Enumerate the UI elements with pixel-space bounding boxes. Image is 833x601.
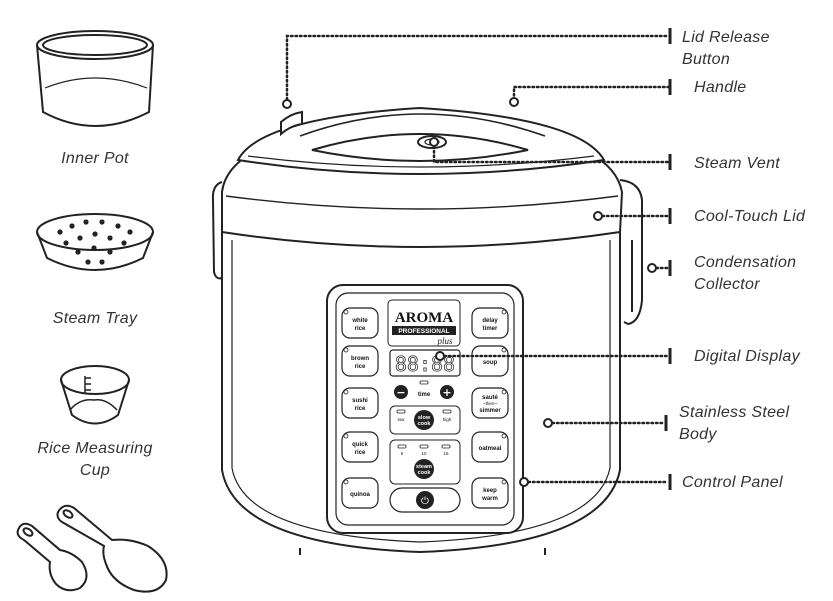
slow-low-label: low bbox=[398, 417, 406, 422]
callout-digital-display: Digital Display bbox=[694, 348, 800, 365]
button-label-text: oatmeal bbox=[479, 446, 502, 452]
left-buttons: white rice brown rice sushi rice quick r… bbox=[341, 307, 379, 509]
button-label-text: quick bbox=[352, 442, 368, 448]
callout-handle: Handle bbox=[694, 79, 747, 96]
slow-high-label: high bbox=[443, 417, 452, 422]
button-label-text: simmer bbox=[479, 408, 501, 414]
measuring-cup-label-line1: Rice Measuring bbox=[37, 440, 153, 457]
oatmeal-button[interactable] bbox=[471, 431, 509, 463]
brand-subtitle: PROFESSIONAL bbox=[398, 328, 449, 335]
brand-plus: plus bbox=[436, 336, 453, 346]
steam-cook-line1: steam bbox=[416, 464, 432, 470]
button-label-text: sauté bbox=[482, 395, 498, 401]
callout-condensation-line2: Collector bbox=[694, 276, 760, 293]
button-label-text: rice bbox=[355, 326, 366, 332]
rice-paddles-illustration bbox=[16, 504, 168, 593]
measuring-cup-label: Rice Measuring Cup bbox=[20, 438, 170, 482]
sushi-rice-button[interactable] bbox=[341, 387, 379, 419]
leader-bars bbox=[664, 28, 672, 490]
button-label-text: quinoa bbox=[350, 492, 370, 498]
power-symbol: ⏻ bbox=[421, 496, 429, 507]
steam-time-15: 15 bbox=[443, 451, 449, 456]
steam-tray-label: Steam Tray bbox=[52, 310, 138, 327]
leader-lines bbox=[285, 34, 670, 484]
steam-tray-illustration bbox=[36, 213, 154, 271]
minus-icon[interactable] bbox=[394, 385, 408, 399]
button-label-text: ~then~ bbox=[483, 401, 497, 406]
brand-logo: AROMA PROFESSIONAL plus bbox=[387, 299, 461, 347]
callout-cool-touch-lid: Cool-Touch Lid bbox=[694, 208, 806, 225]
saute-simmer-button[interactable] bbox=[471, 387, 509, 419]
right-buttons: delay timer soup sauté ~then~ simmer oat… bbox=[471, 307, 509, 509]
leader-endpoints bbox=[282, 97, 657, 487]
quinoa-button[interactable] bbox=[341, 477, 379, 509]
white-rice-button[interactable] bbox=[341, 307, 379, 339]
button-label-text: white bbox=[351, 318, 368, 324]
inner-pot-illustration bbox=[36, 30, 154, 127]
button-label-text: sushi bbox=[352, 398, 368, 404]
slow-cook-button[interactable] bbox=[414, 410, 434, 430]
inner-pot-label: Inner Pot bbox=[61, 150, 129, 167]
steam-cook-button[interactable] bbox=[414, 459, 434, 479]
minus-symbol: − bbox=[396, 386, 405, 399]
callout-control-panel: Control Panel bbox=[682, 474, 783, 491]
button-label-text: brown bbox=[351, 356, 369, 362]
button-label-text: keep bbox=[483, 488, 497, 494]
power-icon[interactable] bbox=[416, 491, 434, 509]
callout-condensation-collector: Condensation Collector bbox=[694, 252, 796, 296]
button-label-text: rice bbox=[355, 406, 366, 412]
button-label-text: rice bbox=[355, 364, 366, 370]
brown-rice-button[interactable] bbox=[341, 345, 379, 377]
slow-cook-line1: slow bbox=[418, 415, 431, 421]
callout-lid-release-line1: Lid Release bbox=[682, 29, 770, 46]
button-label-text: timer bbox=[483, 326, 498, 332]
button-label-text: rice bbox=[355, 450, 366, 456]
time-label: time bbox=[418, 392, 431, 398]
measuring-cup-label-line2: Cup bbox=[79, 462, 111, 479]
button-label-text: delay bbox=[482, 318, 498, 324]
button-label-text: warm bbox=[481, 496, 498, 502]
brand-name: AROMA bbox=[395, 310, 453, 326]
callout-steam-vent: Steam Vent bbox=[694, 155, 781, 172]
callout-stainless-line2: Body bbox=[679, 426, 717, 443]
steam-cook-line2: cook bbox=[418, 470, 432, 476]
quick-rice-button[interactable] bbox=[341, 431, 379, 463]
control-panel: AROMA PROFESSIONAL plus 88:88 − + time l… bbox=[326, 284, 524, 534]
callout-condensation-line1: Condensation bbox=[694, 254, 797, 271]
steam-time-10: 10 bbox=[421, 451, 427, 456]
button-label-text: soup bbox=[483, 360, 498, 366]
slow-cook-line2: cook bbox=[418, 421, 432, 427]
callout-stainless-body: Stainless Steel Body bbox=[679, 402, 789, 446]
callout-lid-release-line2: Button bbox=[682, 51, 731, 68]
callout-stainless-line1: Stainless Steel bbox=[679, 404, 790, 421]
plus-icon[interactable] bbox=[440, 385, 454, 399]
steam-time-5: 5 bbox=[401, 451, 404, 456]
keep-warm-button[interactable] bbox=[471, 477, 509, 509]
soup-button[interactable] bbox=[471, 345, 509, 377]
plus-symbol: + bbox=[442, 386, 451, 399]
callout-lid-release: Lid Release Button bbox=[682, 27, 770, 71]
delay-timer-button[interactable] bbox=[471, 307, 509, 339]
measuring-cup-illustration bbox=[60, 365, 130, 425]
